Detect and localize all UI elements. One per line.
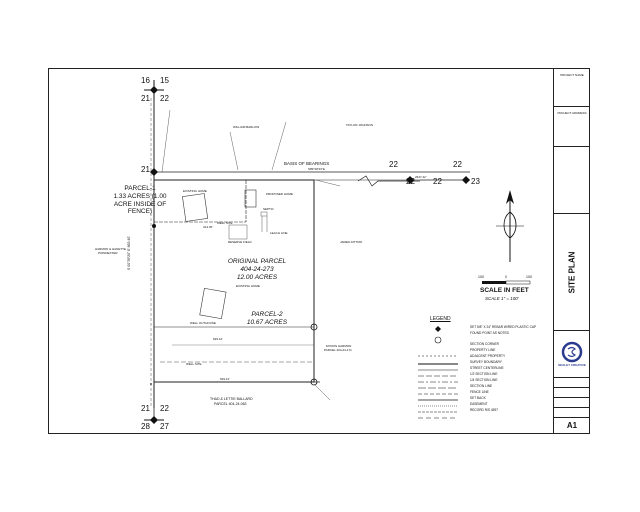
legend-item: 1/4 SECTION LINE <box>470 378 498 382</box>
well-site-1-label: WELL SITE <box>186 362 202 366</box>
proposed-home-shape <box>244 189 257 208</box>
title-block: PROJECT NAME PROJECT ADDRESS SITE PLAN S… <box>553 69 590 433</box>
scale-tick-left: 100 <box>478 275 484 279</box>
legend-item: STREET CENTERLINE <box>470 366 504 370</box>
blank-cell <box>554 147 590 214</box>
proposed-home-label: PROPOSED HOME <box>266 192 293 196</box>
owner-west-label: HARMON & HANETTE <box>95 247 127 251</box>
corner-bottom-se: 27 <box>160 422 169 431</box>
section-corner-right-a <box>406 176 414 184</box>
parcel-2-label: PARCEL-2 10.67 ACRES <box>232 311 302 327</box>
parcel-2-title: PARCEL-2 <box>251 311 283 318</box>
scale-ratio: SCALE 1" = 100' <box>485 296 519 301</box>
legend-item: SURVEY BOUNDARY <box>470 360 502 364</box>
sheet-number: A1 <box>566 421 578 430</box>
legend-list: SET 5/8" X 24" REBAR W/RED PLASTIC CAP F… <box>470 324 536 413</box>
drawing-sheet-border <box>48 68 590 434</box>
dim-label-2: 629.12' <box>213 337 223 341</box>
legend-item: SET BACK <box>470 396 486 400</box>
corner-top-sw: 21 <box>141 94 150 103</box>
company-name: SEALEY CREATIVE <box>558 362 586 367</box>
scale-title: SCALE IN FEET <box>480 287 529 294</box>
existing-home-2-label: EXISTING HOME <box>236 284 260 288</box>
dim-label-4: S89°28'43"E <box>308 167 325 171</box>
corner-right-b-se: 23 <box>471 177 480 186</box>
scale-tick-right: 100 <box>526 275 532 279</box>
scale-tick-zero: 0 <box>505 275 507 279</box>
basis-of-bearings: BASIS OF BEARINGS <box>284 161 330 166</box>
corner-bottom-nw: 21 <box>141 404 150 413</box>
parcel-1-label: PARCEL-1 1.33 ACRES (1.00 ACRE INSIDE OF… <box>90 185 190 216</box>
legend-item: SECTION CORNER <box>470 342 499 346</box>
project-name-cell: PROJECT NAME <box>554 69 590 107</box>
legend-item: SET 5/8" X 24" REBAR W/RED PLASTIC CAP <box>470 325 537 329</box>
william-label: WILLIAM BARLOW <box>233 125 260 129</box>
project-address-label: PROJECT ADDRESS <box>557 111 587 115</box>
corner-top-ne: 15 <box>160 76 169 85</box>
corner-bottom-sw: 28 <box>141 422 150 431</box>
dim-label-3: 629.12' <box>220 377 230 381</box>
legend-symbols <box>418 326 458 419</box>
parcel-1-area: 1.33 ACRES (1.00 <box>113 192 167 200</box>
north-arrow-icon <box>496 190 524 262</box>
sheet-title-cell: SITE PLAN <box>554 214 590 331</box>
corner-left-mid: 21 <box>141 165 150 174</box>
original-parcel-number: 404-24-273 <box>240 265 274 273</box>
found-point <box>310 323 318 331</box>
legend-item: RECORD R/S 4597 <box>470 408 498 412</box>
original-parcel-boundary <box>153 179 315 383</box>
existing-home-2-shape <box>199 287 227 320</box>
reserve-field-label: RESERVE FIELD <box>228 240 252 244</box>
parcel-1-note: ACRE INSIDE OF <box>113 200 167 208</box>
existing-home-1-shape <box>182 193 209 222</box>
myron-parcel-label: PARCEL 404-24-171 <box>324 348 352 352</box>
thad-ballard-label: THAD & LETTIE BALLARD <box>210 397 253 401</box>
legend-item: ADJACENT PROPERTY <box>470 354 506 358</box>
project-name-label: PROJECT NAME <box>560 73 584 77</box>
original-parcel-title: ORIGINAL PARCEL <box>227 258 287 265</box>
well-site-2-label: WELL SITE <box>217 221 233 225</box>
corner-right-a-ne: 22 <box>406 177 415 186</box>
sheet-title: SITE PLAN <box>567 251 577 293</box>
parcel-1-title: PARCEL-1 <box>124 185 156 192</box>
legend-item: FENCE LINE <box>470 390 489 394</box>
taylor-label: TAYLOR JOHNSON <box>346 123 374 127</box>
company-cell: SEALEY CREATIVE <box>554 330 590 378</box>
original-parcel-label: ORIGINAL PARCEL 404-24-273 12.00 ACRES <box>215 258 299 281</box>
legend-title: LEGEND <box>430 316 451 322</box>
legend-item: PROPERTY LINE <box>470 348 496 352</box>
section-corner-right-b <box>462 176 470 184</box>
project-address-cell: PROJECT ADDRESS <box>554 107 590 147</box>
scale-bar <box>482 280 531 285</box>
owner-west-2-label: POINDEXTER <box>98 251 118 255</box>
parcel-1-note-2: FENCE) <box>127 208 153 216</box>
septic-label: SEPTIC <box>263 207 274 211</box>
company-logo-icon <box>561 341 583 362</box>
section-corner-bottom <box>144 416 164 424</box>
jared-label: JARED DITTMO <box>340 240 363 244</box>
section-corner-top <box>144 80 164 100</box>
road-dim-label: S 00°59'20" E 665.40' <box>127 236 131 270</box>
existing-home-1-label: EXISTING HOME <box>183 189 207 193</box>
leach-line-label: LEACH LINE <box>270 231 288 235</box>
dim-label-5: 2647.42' <box>415 175 427 179</box>
corner-right-a-nw: 22 <box>389 160 398 169</box>
original-parcel-area: 12.00 ACRES <box>236 273 278 281</box>
corner-right-b-nw: 22 <box>453 160 462 169</box>
corner-top-se: 22 <box>160 94 169 103</box>
corner-top-nw: 16 <box>141 76 150 85</box>
dim-label-1: 314.45' <box>203 225 213 229</box>
myron-label: MYRON HARMON <box>326 344 352 348</box>
legend-item: FOUND POINT AS NOTED <box>470 331 509 335</box>
section-corner-left <box>150 168 158 176</box>
legend-item: SECTION LINE <box>470 384 493 388</box>
corner-right-b-ne: 22 <box>433 177 442 186</box>
legend-item: EASEMENT <box>470 402 488 406</box>
well-outhouse-label: WELL OUTHOUSE <box>190 321 216 325</box>
parcel-2-area: 10.67 ACRES <box>246 318 288 326</box>
thad-parcel-label: PARCEL 404-24-063 <box>214 402 247 406</box>
legend-item: 1/2 SECTION LINE <box>470 372 498 376</box>
corner-bottom-ne: 22 <box>160 404 169 413</box>
